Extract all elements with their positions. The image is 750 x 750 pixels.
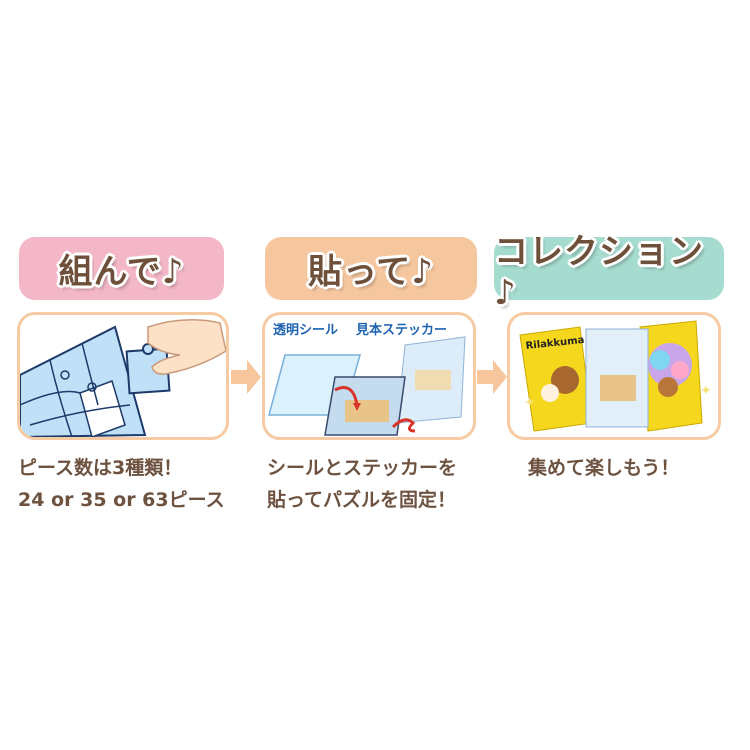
puzzle-assembly-illustration <box>20 319 226 437</box>
sample-sticker-label: 見本ステッカー <box>356 323 448 338</box>
step-3-label: コレクション♪ <box>494 232 724 313</box>
sparkle-icon: ✦ <box>700 383 712 399</box>
step-2-illustration-panel: 透明シール 見本ステッカー <box>262 312 476 440</box>
clear-sheet-label: 透明シール <box>273 323 339 338</box>
step-2-caption-line-1: シールとステッカーを <box>267 457 458 479</box>
puzzle-collection-illustration: Rilakkuma ✦ ✦ <box>519 320 712 432</box>
step-3-caption-line-1: 集めて楽しもう！ <box>528 457 680 479</box>
arrow-right-icon <box>477 360 507 394</box>
step-2-label: 貼って♪ <box>265 237 477 300</box>
step-1-caption-line-1: ピース数は3種類！ <box>18 457 183 479</box>
sparkle-icon: ✦ <box>524 395 536 411</box>
step-2-label-text: 貼って♪ <box>308 252 434 292</box>
step-1-illustration-panel <box>17 312 229 440</box>
arrow-right-icon <box>231 360 261 394</box>
step-3-label-text: コレクション♪ <box>494 232 704 313</box>
step-1-caption: ピース数は3種類！ 24 or 35 or 63ピース <box>18 452 225 516</box>
step-2-caption: シールとステッカーを 貼ってパズルを固定！ <box>267 452 457 516</box>
sticker-application-illustration <box>268 336 466 436</box>
step-1-caption-line-2: 24 or 35 or 63ピース <box>18 489 225 511</box>
step-3-caption: 集めて楽しもう！ <box>528 452 679 484</box>
step-1-label-text: 組んで♪ <box>58 252 185 292</box>
panel-2-header: 透明シール 見本ステッカー <box>273 319 447 338</box>
step-1-label: 組んで♪ <box>19 237 224 300</box>
step-3-illustration-panel: Rilakkuma ✦ ✦ <box>507 312 721 440</box>
step-2-caption-line-2: 貼ってパズルを固定！ <box>267 489 457 511</box>
